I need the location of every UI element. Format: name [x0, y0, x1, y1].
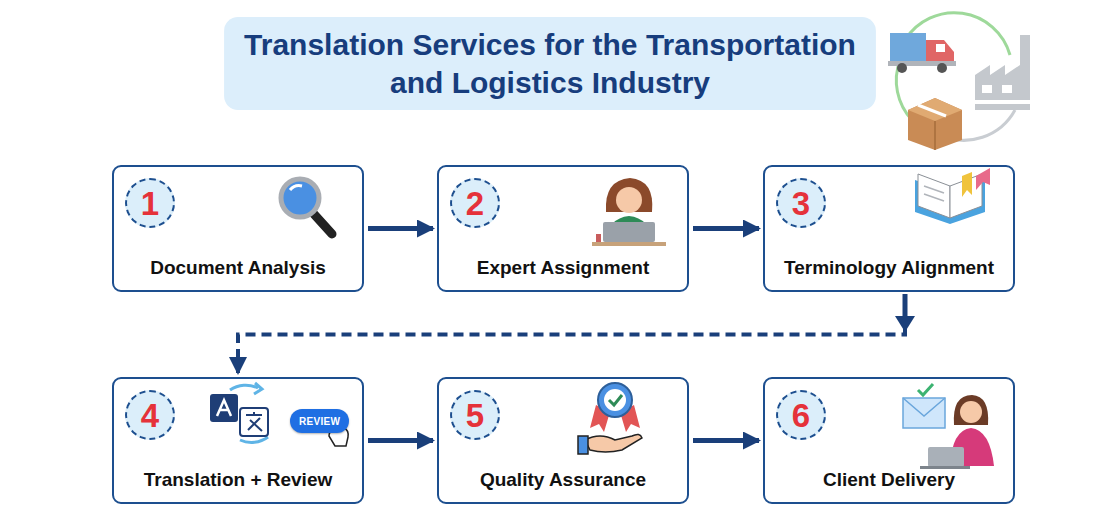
delivery-icon: [903, 384, 994, 469]
step-label: Expert Assignment: [439, 257, 687, 279]
step-label: Translation + Review: [114, 469, 362, 491]
book-icon: [915, 168, 990, 224]
process-box: Quality Assurance 5: [437, 377, 689, 504]
step-label: Document Analysis: [114, 257, 362, 279]
flow-arrow: [693, 438, 759, 443]
step-number-circle: 3: [776, 178, 826, 228]
review-button: REVIEW: [290, 409, 349, 433]
process-box: Document Analysis 1: [112, 165, 364, 292]
step-number-circle: 1: [125, 178, 175, 228]
flow-arrow: [368, 226, 433, 231]
diagram-title: Translation Services for the Transportat…: [225, 26, 875, 102]
step-number: 2: [466, 187, 484, 220]
step-label: Client Delivery: [765, 469, 1013, 491]
step-label: Quality Assurance: [439, 469, 687, 491]
step-number-circle: 2: [450, 178, 500, 228]
process-box: Expert Assignment 2: [437, 165, 689, 292]
step-label: Terminology Alignment: [765, 257, 1013, 279]
flow-arrow: [693, 226, 759, 231]
expert-icon: [592, 178, 666, 246]
magnifier-icon: [281, 179, 332, 234]
flow-arrow: [368, 438, 433, 443]
step-number-circle: 6: [776, 390, 826, 440]
button-label: REVIEW: [299, 416, 340, 427]
step-number-circle: 5: [450, 390, 500, 440]
title-band: [224, 17, 876, 110]
logistics-icon: [888, 13, 1030, 150]
process-box: Translation + Review 4REVIEW: [112, 377, 364, 504]
step-number: 1: [141, 187, 159, 220]
step-number: 5: [466, 399, 484, 432]
step-number-circle: 4: [125, 390, 175, 440]
process-box: Client Delivery 6: [763, 377, 1015, 504]
flow-arrow: [238, 296, 905, 373]
step-number: 6: [792, 399, 810, 432]
step-number: 3: [792, 187, 810, 220]
step-number: 4: [141, 399, 159, 432]
quality-icon: [578, 383, 642, 454]
process-box: Terminology Alignment 3: [763, 165, 1015, 292]
